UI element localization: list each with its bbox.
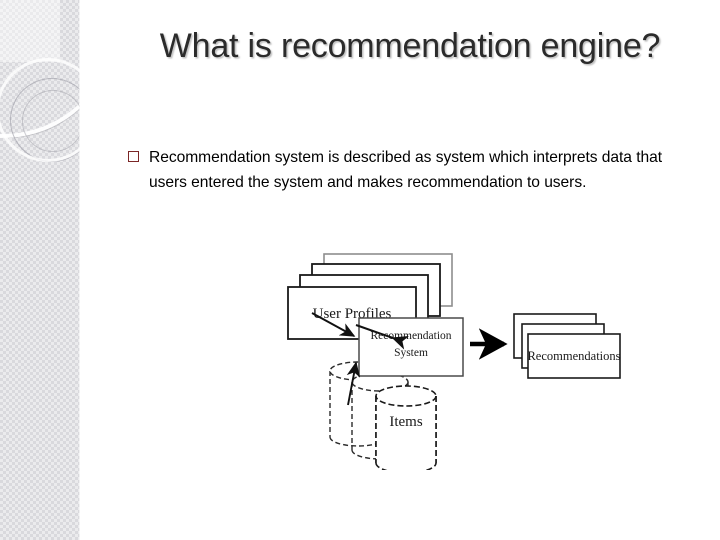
recommendations-node: Recommendations xyxy=(513,313,621,379)
sidebar-ring-white-icon xyxy=(0,58,80,162)
recommendation-system-label-line2: System xyxy=(394,347,428,359)
recommendation-system-label-line1: Recommendation xyxy=(370,330,451,342)
edge-user-profiles-to-system xyxy=(355,324,409,350)
recommendation-engine-diagram: User Profiles xyxy=(180,230,650,470)
slide-title: What is recommendation engine? xyxy=(159,27,661,65)
slide-body: Recommendation system is described as sy… xyxy=(128,146,662,195)
edge-items-to-system xyxy=(346,361,361,406)
bullet-item-text: Recommendation system is described as sy… xyxy=(149,149,663,191)
recommendations-label: Recommendations xyxy=(527,349,620,363)
slide-design-sidebar xyxy=(0,0,80,540)
bullet-list-item: Recommendation system is described as sy… xyxy=(128,146,662,195)
recommendation-system-node: Recommendation System xyxy=(358,317,464,377)
edge-user-profiles-to-system-line xyxy=(311,312,356,337)
sidebar-edge xyxy=(79,0,80,540)
items-label: Items xyxy=(389,414,422,430)
hollow-square-bullet-icon xyxy=(128,151,139,162)
items-node: Items xyxy=(329,361,437,470)
